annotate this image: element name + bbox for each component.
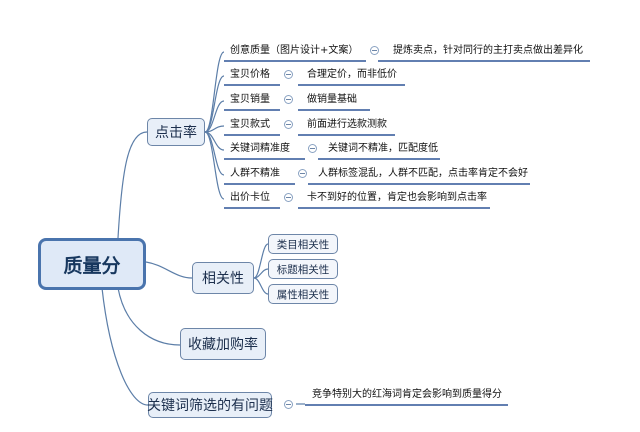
ctr-item-keyword-accuracy[interactable]: 关键词精准度 xyxy=(230,143,290,154)
connector-rel-1 xyxy=(253,243,269,279)
connector-root-ctr xyxy=(117,131,148,239)
collapse-icon[interactable] xyxy=(284,193,293,202)
ctr-item-bid-position[interactable]: 出价卡位 xyxy=(230,192,270,203)
ctr-note-creative: 提炼卖点，针对同行的主打卖点做出差异化 xyxy=(393,45,583,56)
ctr-item-audience[interactable]: 人群不精准 xyxy=(230,168,280,179)
branch-keyword-selection-label: 关键词筛选的有问题 xyxy=(147,398,273,414)
ctr-item-creative[interactable]: 创意质量（图片设计+文案） xyxy=(230,45,359,56)
ctr-note-price: 合理定价，而非低价 xyxy=(307,69,397,80)
branch-click-rate[interactable]: 点击率 xyxy=(147,118,205,146)
branch-fav-cart-rate-label: 收藏加购率 xyxy=(188,337,258,353)
connector-rel-3 xyxy=(253,277,269,295)
collapse-icon[interactable] xyxy=(370,46,379,55)
branch-keyword-selection[interactable]: 关键词筛选的有问题 xyxy=(147,392,273,418)
ctr-note-audience: 人群标签混乱，人群不匹配，点击率肯定不会好 xyxy=(318,168,528,179)
branch-relevance-label: 相关性 xyxy=(202,271,244,287)
connector-ctr-3 xyxy=(204,100,225,133)
relevance-item-title-label: 标题相关性 xyxy=(276,263,330,276)
ctr-item-price[interactable]: 宝贝价格 xyxy=(230,69,270,80)
branch-relevance[interactable]: 相关性 xyxy=(192,262,254,294)
connector-ctr-1 xyxy=(204,51,225,133)
ctr-note-keyword-accuracy: 关键词不精准，匹配度低 xyxy=(328,143,438,154)
branch-fav-cart-rate[interactable]: 收藏加购率 xyxy=(180,328,266,360)
branch-click-rate-label: 点击率 xyxy=(155,125,197,141)
root-label: 质量分 xyxy=(63,254,121,277)
collapse-icon[interactable] xyxy=(308,144,317,153)
relevance-item-category-label: 类目相关性 xyxy=(276,238,330,251)
ctr-note-sales: 做销量基础 xyxy=(307,94,357,105)
connector-ctr-7 xyxy=(204,131,225,200)
root-node[interactable]: 质量分 xyxy=(38,238,146,290)
collapse-icon[interactable] xyxy=(284,400,293,409)
collapse-icon[interactable] xyxy=(284,120,293,129)
collapse-icon[interactable] xyxy=(284,70,293,79)
collapse-icon[interactable] xyxy=(284,95,293,104)
kw-note: 竞争特别大的红海词肯定会影响到质量得分 xyxy=(312,389,502,400)
connector-root-rel xyxy=(145,261,193,279)
connector-root-kw xyxy=(101,287,149,406)
ctr-note-bid-position: 卡不到好的位置，肯定也会影响到点击率 xyxy=(307,192,487,203)
ctr-item-sales[interactable]: 宝贝销量 xyxy=(230,94,270,105)
relevance-item-attribute[interactable]: 属性相关性 xyxy=(268,284,338,304)
relevance-item-title[interactable]: 标题相关性 xyxy=(268,259,338,279)
connector-ctr-2 xyxy=(204,75,225,133)
connector-root-fav xyxy=(117,287,181,346)
ctr-item-style[interactable]: 宝贝款式 xyxy=(230,119,270,130)
relevance-item-attribute-label: 属性相关性 xyxy=(276,288,330,301)
ctr-note-style: 前面进行选款测款 xyxy=(307,119,387,130)
collapse-icon[interactable] xyxy=(298,169,307,178)
relevance-item-category[interactable]: 类目相关性 xyxy=(268,234,338,254)
